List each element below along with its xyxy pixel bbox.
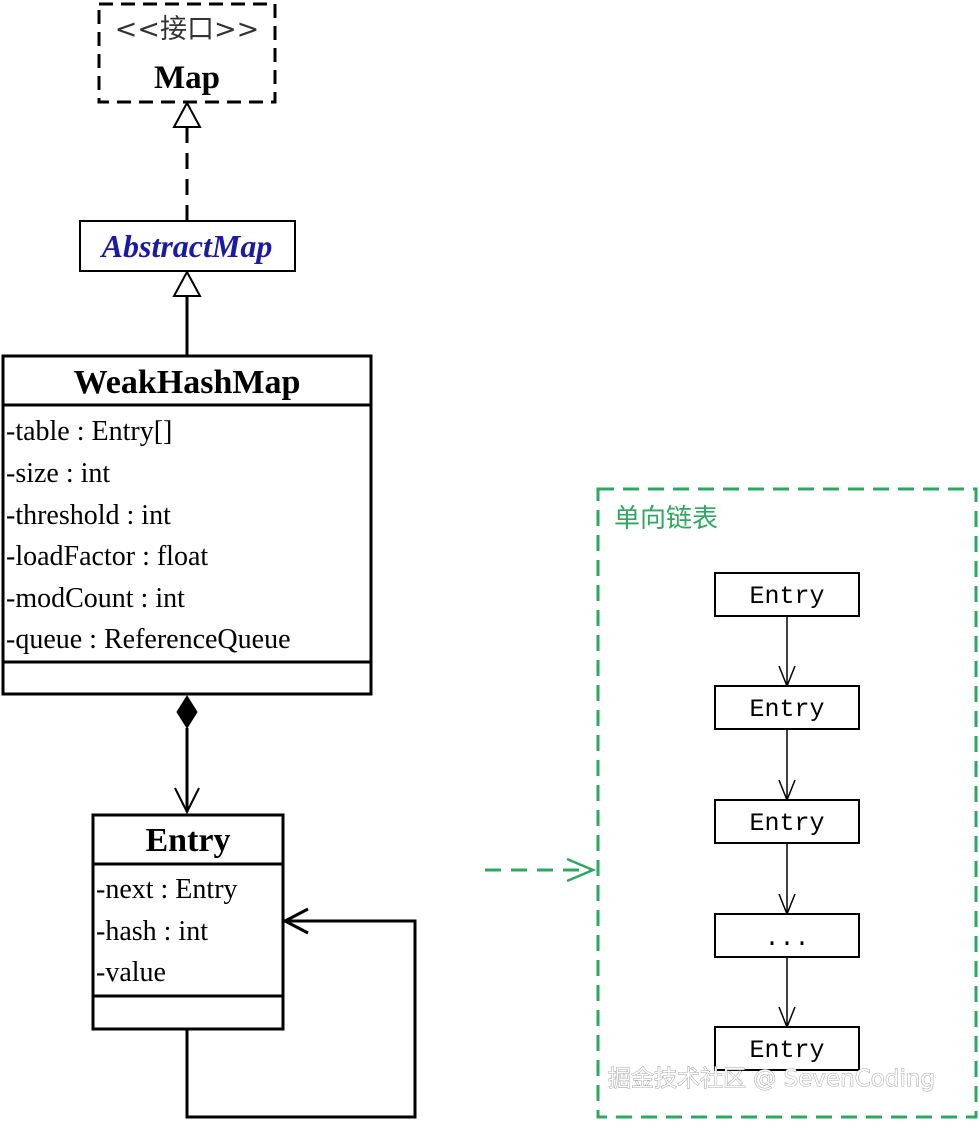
- entry-field: -next : Entry: [96, 874, 238, 905]
- composition-arrow: [174, 695, 200, 815]
- list-node: Entry: [714, 799, 860, 844]
- weakhashmap-field: -loadFactor : float: [6, 541, 208, 572]
- list-node-label: ...: [764, 924, 809, 953]
- weakhashmap-field: -size : int: [6, 458, 110, 489]
- list-node: Entry: [714, 685, 860, 730]
- weakhashmap-box: WeakHashMap -table : Entry[] -size : int…: [1, 354, 373, 696]
- map-name: Map: [154, 60, 220, 96]
- linked-list-title: 单向链表: [614, 504, 718, 534]
- list-node-label: Entry: [749, 1036, 824, 1065]
- list-node: ...: [714, 913, 860, 958]
- list-node: Entry: [714, 572, 860, 617]
- weakhashmap-field: -queue : ReferenceQueue: [6, 624, 291, 655]
- entry-field: -hash : int: [96, 916, 208, 947]
- list-node-label: Entry: [749, 582, 824, 611]
- entry-field: -value: [96, 957, 166, 988]
- list-link-arrow: [778, 957, 796, 1030]
- self-reference-arrow: [185, 907, 417, 1119]
- linked-list-group: 单向链表 Entry Entry Entry ...: [596, 487, 978, 1119]
- list-link-arrow: [778, 616, 796, 689]
- generalization-arrow: [172, 269, 202, 356]
- abstractmap-name: AbstractMap: [100, 228, 273, 264]
- list-node: Entry: [714, 1026, 860, 1071]
- map-interface-box: <<接口>> Map: [97, 2, 277, 104]
- list-node-label: Entry: [749, 809, 824, 838]
- realization-arrow: [172, 100, 202, 221]
- weakhashmap-field: -threshold : int: [6, 500, 171, 531]
- weakhashmap-name: WeakHashMap: [74, 364, 301, 401]
- list-node-label: Entry: [749, 695, 824, 724]
- list-link-arrow: [778, 843, 796, 917]
- list-link-arrow: [778, 729, 796, 803]
- weakhashmap-field: -modCount : int: [6, 583, 185, 614]
- watermark-text: 掘金技术社区 @ SevenCoding: [608, 1066, 935, 1092]
- dependency-arrow: [485, 857, 597, 883]
- entry-box: Entry -next : Entry -hash : int -value: [91, 813, 285, 1031]
- abstractmap-box: AbstractMap: [79, 220, 296, 272]
- map-stereotype: <<接口>>: [115, 14, 260, 45]
- weakhashmap-field: -table : Entry[]: [6, 416, 172, 447]
- entry-name: Entry: [146, 822, 231, 859]
